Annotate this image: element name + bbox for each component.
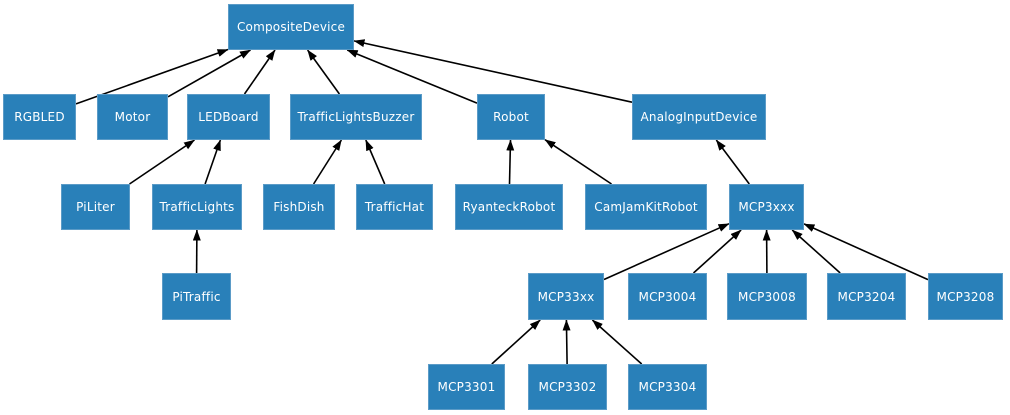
node-TrafficLights[interactable]: TrafficLights [152, 184, 242, 230]
node-label: MCP3008 [738, 289, 796, 304]
edge-MCP3xxx-to-AnalogInputDevice [715, 139, 750, 185]
edge-MCP3208-to-MCP3xxx [803, 223, 929, 281]
node-label: RGBLED [14, 110, 65, 124]
node-label: CamJamKitRobot [594, 200, 698, 214]
node-label: CompositeDevice [236, 20, 346, 34]
edge-TrafficLightsBuzzer-to-CompositeDevice [306, 49, 341, 95]
node-label: MCP3204 [837, 289, 896, 304]
node-label: Motor [114, 110, 151, 124]
node-Robot[interactable]: Robot [477, 94, 545, 140]
node-TrafficLightsBuzzer[interactable]: TrafficLightsBuzzer [290, 94, 422, 140]
node-label: TrafficHat [364, 200, 425, 214]
node-label: LEDBoard [198, 110, 259, 124]
node-MCP3xxx[interactable]: MCP3xxx [729, 184, 804, 230]
edge-MCP3204-to-MCP3xxx [791, 229, 841, 274]
node-label: PiLiter [76, 200, 115, 214]
edge-AnalogInputDevice-to-CompositeDevice [353, 39, 633, 103]
node-MCP3302[interactable]: MCP3302 [528, 364, 607, 410]
edge-FishDish-to-TrafficLightsBuzzer [312, 139, 343, 185]
edge-MCP3302-to-MCP33xx [562, 319, 571, 365]
edge-PiLiter-to-LEDBoard [129, 139, 195, 185]
node-label: AnalogInputDevice [640, 110, 758, 124]
node-RGBLED[interactable]: RGBLED [3, 94, 76, 140]
node-label: MCP3208 [936, 289, 995, 304]
node-label: TrafficLights [159, 200, 235, 214]
node-TrafficHat[interactable]: TrafficHat [356, 184, 433, 230]
node-MCP3304[interactable]: MCP3304 [628, 364, 707, 410]
node-label: MCP3004 [638, 289, 697, 304]
node-FishDish[interactable]: FishDish [263, 184, 335, 230]
node-MCP3208[interactable]: MCP3208 [928, 273, 1003, 320]
node-label: TrafficLightsBuzzer [297, 110, 415, 124]
edge-RyanteckRobot-to-Robot [506, 139, 515, 185]
node-label: MCP3xxx [738, 200, 795, 214]
edge-MCP3004-to-MCP3xxx [692, 229, 742, 274]
node-MCP33xx[interactable]: MCP33xx [528, 273, 604, 320]
edge-MCP33xx-to-MCP3xxx [603, 222, 730, 281]
node-RyanteckRobot[interactable]: RyanteckRobot [455, 184, 563, 230]
node-PiTraffic[interactable]: PiTraffic [162, 273, 231, 320]
node-label: RyanteckRobot [462, 200, 556, 214]
edge-group [75, 39, 929, 365]
node-label: Robot [493, 110, 529, 124]
edge-Robot-to-CompositeDevice [346, 49, 478, 104]
node-label: MCP33xx [537, 289, 595, 304]
edge-TrafficLights-to-LEDBoard [204, 139, 222, 185]
edge-MCP3301-to-MCP33xx [491, 319, 541, 365]
node-label: MCP3304 [638, 380, 697, 394]
edge-CamJamKitRobot-to-Robot [544, 139, 612, 185]
node-LEDBoard[interactable]: LEDBoard [187, 94, 270, 140]
node-label: MCP3302 [538, 380, 597, 394]
edge-MCP3304-to-MCP33xx [591, 319, 643, 365]
node-MCP3008[interactable]: MCP3008 [727, 273, 807, 320]
node-MCP3204[interactable]: MCP3204 [827, 273, 906, 320]
node-label: MCP3301 [437, 380, 496, 394]
node-Motor[interactable]: Motor [97, 94, 168, 140]
node-PiLiter[interactable]: PiLiter [61, 184, 130, 230]
node-CompositeDevice[interactable]: CompositeDevice [228, 4, 354, 50]
node-label: FishDish [273, 200, 325, 214]
node-CamJamKitRobot[interactable]: CamJamKitRobot [585, 184, 707, 230]
edge-LEDBoard-to-CompositeDevice [243, 49, 276, 95]
edge-TrafficHat-to-TrafficLightsBuzzer [365, 139, 386, 185]
node-label: PiTraffic [172, 289, 221, 304]
node-MCP3301[interactable]: MCP3301 [428, 364, 505, 410]
node-AnalogInputDevice[interactable]: AnalogInputDevice [632, 94, 766, 140]
node-MCP3004[interactable]: MCP3004 [628, 273, 707, 320]
edge-Motor-to-CompositeDevice [167, 49, 251, 98]
